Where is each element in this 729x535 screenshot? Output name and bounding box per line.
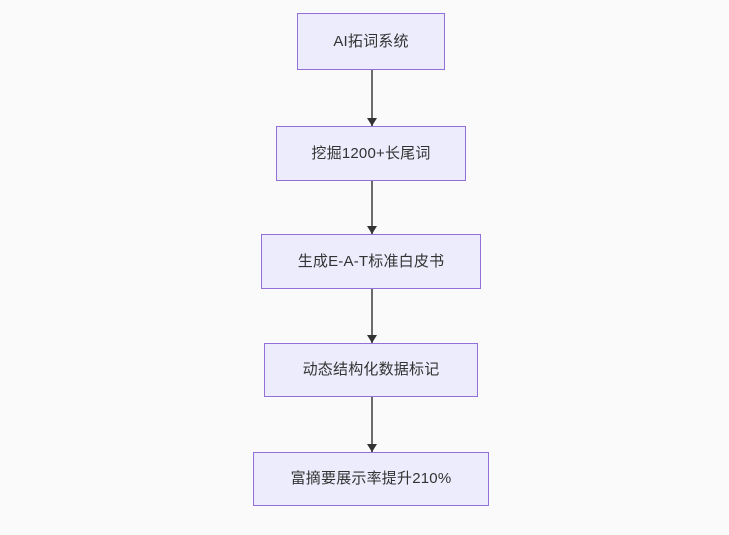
flow-node-ai-keyword-system[interactable]: AI拓词系统	[297, 13, 445, 70]
connector-line	[371, 70, 373, 126]
arrowhead-icon	[367, 444, 377, 452]
flow-node-label: 富摘要展示率提升210%	[290, 470, 452, 487]
arrowhead-icon	[367, 118, 377, 126]
flow-node-longtail-keywords[interactable]: 挖掘1200+长尾词	[276, 126, 466, 181]
flow-node-structured-data-markup[interactable]: 动态结构化数据标记	[264, 343, 478, 397]
flow-node-label: 动态结构化数据标记	[302, 361, 440, 378]
arrowhead-icon	[367, 226, 377, 234]
connector-line	[371, 289, 373, 343]
flow-node-label: 挖掘1200+长尾词	[311, 144, 431, 162]
connector-line	[371, 181, 373, 234]
flow-node-label: 生成E-A-T标准白皮书	[297, 252, 445, 270]
flow-node-eat-whitepaper[interactable]: 生成E-A-T标准白皮书	[261, 234, 481, 289]
flow-node-rich-snippet-result[interactable]: 富摘要展示率提升210%	[253, 452, 489, 506]
flow-node-label: AI拓词系统	[333, 32, 409, 50]
arrowhead-icon	[367, 335, 377, 343]
connector-line	[371, 397, 373, 452]
